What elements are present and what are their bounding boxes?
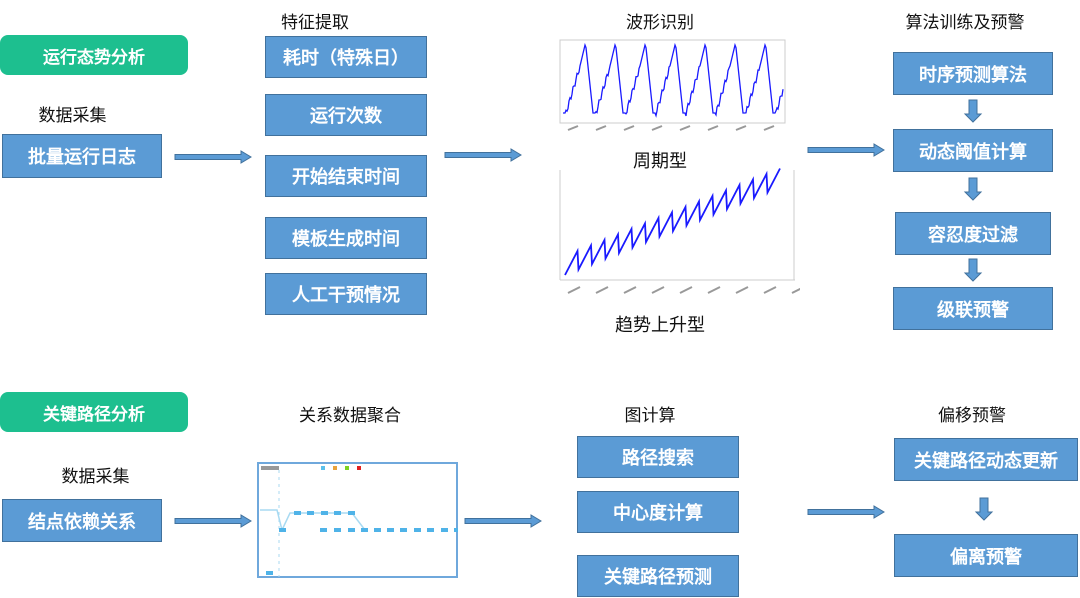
graph-node (279, 528, 286, 532)
source-box-node-deps: 结点依赖关系 (2, 499, 162, 542)
down-arrow-icon (964, 258, 982, 282)
graph-compute-box: 路径搜索 (577, 436, 739, 478)
periodic-caption: 周期型 (633, 151, 687, 172)
graph-node (374, 528, 381, 532)
down-arrow-icon (964, 99, 982, 123)
series-line (563, 42, 784, 118)
graph-node (266, 571, 273, 575)
right-arrow-icon (174, 150, 252, 164)
dependency-graph-image (257, 462, 458, 578)
periodic-waveform-chart (559, 39, 786, 131)
right-arrow-icon (807, 143, 885, 157)
down-arrow-icon (975, 497, 993, 521)
legend-swatch (345, 466, 349, 470)
x-tick-label (707, 125, 719, 131)
x-tick-label (623, 125, 635, 131)
waveform-header: 波形识别 (626, 13, 694, 33)
graph-node (294, 511, 301, 515)
graph-compute-header: 图计算 (624, 406, 676, 426)
feature-box: 开始结束时间 (265, 155, 427, 197)
feature-box: 耗时（特殊日） (265, 36, 427, 78)
graph-node (441, 528, 448, 532)
legend-swatch (321, 466, 325, 470)
feature-box: 模板生成时间 (265, 217, 427, 259)
rising-trend-chart (559, 168, 800, 294)
graph-node (427, 528, 434, 532)
legend-swatch (357, 466, 361, 470)
x-tick-label (735, 286, 749, 294)
graph-toolbar (261, 466, 279, 470)
legend-swatch (333, 466, 337, 470)
graph-node (320, 528, 327, 532)
algorithm-step: 时序预测算法 (893, 52, 1053, 95)
collect-label: 数据采集 (38, 106, 107, 126)
x-tick-label (679, 125, 691, 131)
graph-node (348, 528, 355, 532)
down-arrow-icon (964, 177, 982, 201)
graph-edge (260, 509, 366, 533)
section-title-critical-path: 关键路径分析 (0, 392, 188, 432)
algorithm-header: 算法训练及预警 (905, 13, 1025, 33)
x-tick-label (763, 125, 775, 131)
x-tick-label (763, 286, 777, 294)
feature-box: 人工干预情况 (265, 273, 427, 315)
x-tick-label (567, 286, 581, 294)
graph-node (361, 528, 368, 532)
graph-node (334, 511, 341, 515)
graph-node (414, 528, 421, 532)
right-arrow-icon (807, 505, 885, 519)
right-arrow-icon (444, 148, 522, 162)
graph-node (400, 528, 407, 532)
algorithm-step: 动态阈值计算 (893, 129, 1053, 172)
x-tick-label (567, 125, 579, 131)
alert-step: 关键路径动态更新 (894, 438, 1078, 481)
source-box-batch-logs: 批量运行日志 (2, 134, 162, 178)
series-line (564, 168, 781, 276)
algorithm-step: 级联预警 (893, 287, 1053, 330)
collect-label: 数据采集 (61, 467, 130, 487)
graph-compute-box: 中心度计算 (577, 491, 739, 533)
alert-step: 偏离预警 (894, 534, 1078, 577)
graph-node (454, 528, 458, 532)
graph-node (321, 511, 328, 515)
algorithm-step: 容忍度过滤 (895, 212, 1051, 255)
x-tick-label (623, 286, 637, 294)
x-tick-label (651, 286, 665, 294)
x-tick-label (595, 125, 607, 131)
aggregation-header: 关系数据聚合 (299, 406, 401, 426)
graph-node (387, 528, 394, 532)
graph-node (334, 528, 341, 532)
x-tick-label (707, 286, 721, 294)
graph-node (348, 511, 355, 515)
x-tick-label (735, 125, 747, 131)
right-arrow-icon (464, 514, 542, 528)
right-arrow-icon (174, 514, 252, 528)
offset-alert-header: 偏移预警 (938, 406, 1006, 426)
features-header: 特征提取 (281, 13, 349, 33)
x-tick-label (791, 287, 800, 294)
graph-compute-box: 关键路径预测 (577, 555, 739, 597)
graph-node (307, 511, 314, 515)
feature-box: 运行次数 (265, 94, 427, 136)
x-tick-label (595, 286, 609, 294)
section-title-runtime-analysis: 运行态势分析 (0, 35, 188, 75)
x-tick-label (679, 286, 693, 294)
trend-caption: 趋势上升型 (615, 315, 705, 336)
x-tick-label (651, 125, 663, 131)
